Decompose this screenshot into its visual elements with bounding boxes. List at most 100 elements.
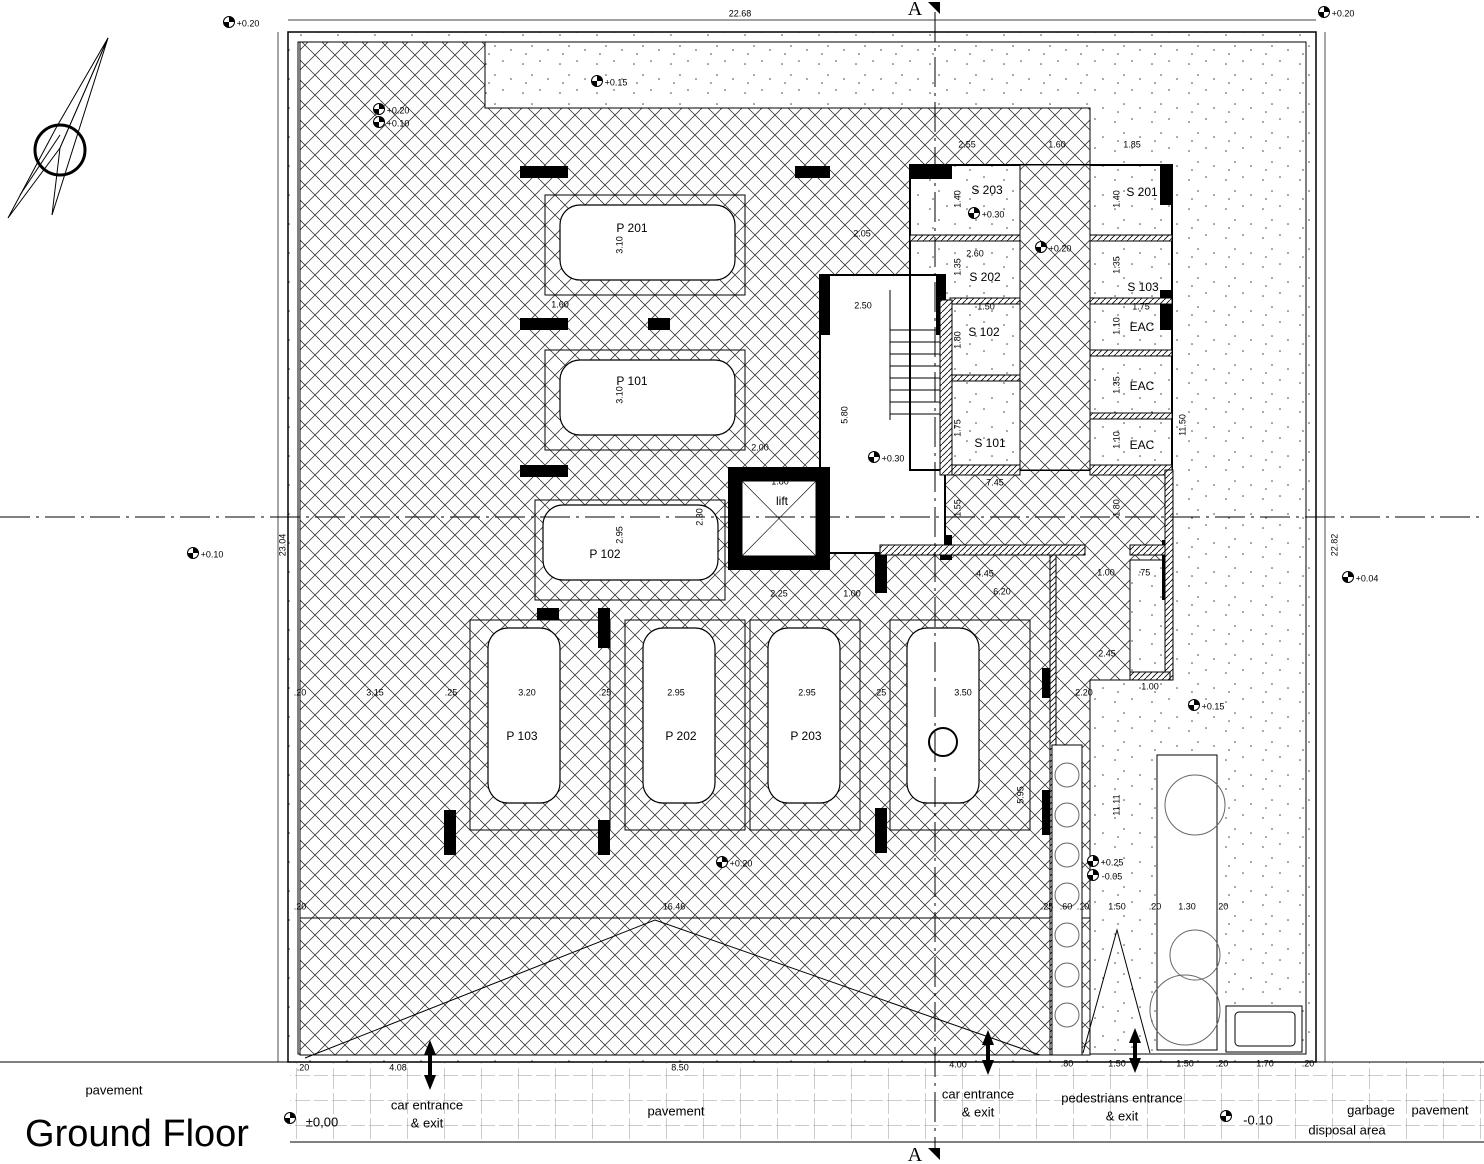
dimension-label: 1.75 — [952, 419, 963, 437]
dimension-label: 1.35 — [1111, 256, 1122, 274]
dimension-label: 2.95 — [798, 687, 816, 698]
dimension-label: 11.50 — [1177, 414, 1188, 436]
overall-width-dimension: 22.68 — [728, 8, 752, 19]
dimension-label: .20 — [293, 901, 307, 912]
parking-space-label: P 201 — [616, 221, 648, 235]
dimension-label: 1.50 — [977, 301, 995, 312]
dimension-label: .25 — [444, 687, 458, 698]
room-label: S 202 — [969, 270, 1001, 284]
dimension-label: .10 — [1076, 901, 1090, 912]
dimension-label: 1.75 — [1132, 301, 1150, 312]
dimension-label: 3.15 — [366, 687, 384, 698]
elevation-label: +0.15 — [604, 77, 628, 88]
level-marker-icon — [868, 451, 880, 463]
level-marker-icon — [716, 856, 728, 868]
dimension-label: .20 — [1148, 901, 1162, 912]
level-marker-icon — [1188, 699, 1200, 711]
accessible-parking-icon — [928, 727, 958, 757]
north-arrow-icon — [7, 37, 109, 219]
parking-space-label: P 202 — [665, 729, 697, 743]
pedestrian-entrance-label: & exit — [1105, 1108, 1139, 1124]
dimension-label: 3.10 — [614, 236, 625, 254]
level-marker-icon — [373, 103, 385, 115]
dimension-label: .25 — [1040, 901, 1054, 912]
dimension-label: 2.50 — [854, 300, 872, 311]
dimension-label: 1.80 — [1111, 499, 1122, 517]
level-marker-icon — [373, 116, 385, 128]
level-marker-icon — [1035, 241, 1047, 253]
right-height-dimension: 22.82 — [1329, 533, 1340, 557]
dimension-label: .20 — [1301, 1058, 1315, 1069]
dimension-label: .60 — [1059, 901, 1073, 912]
dimension-label: .75 — [1137, 567, 1151, 578]
dimension-label: .20 — [293, 687, 307, 698]
elevation-label: +0.10 — [200, 549, 224, 560]
parking-space-label: P 102 — [589, 547, 621, 561]
dimension-label: 1.50 — [1108, 901, 1126, 912]
room-label: S 201 — [1126, 185, 1158, 199]
level-marker-icon — [1318, 6, 1330, 18]
elevation-label: +0.20 — [1048, 243, 1072, 254]
dimension-label: 11.11 — [1111, 794, 1122, 816]
dimension-label: 1.80 — [771, 476, 789, 487]
section-mark-top: A — [907, 0, 923, 20]
dimension-label: 1.80 — [952, 331, 963, 349]
parking-space-label: P 101 — [616, 374, 648, 388]
level-marker-icon — [968, 207, 980, 219]
dimension-label: 1.35 — [1111, 376, 1122, 394]
pavement-label: pavement — [1411, 1102, 1469, 1118]
elevation-label: +0.30 — [981, 209, 1005, 220]
dimension-label: 3.20 — [518, 687, 536, 698]
dimension-label: 1.40 — [952, 190, 963, 208]
dimension-label: 8.50 — [671, 1062, 689, 1073]
room-label: S 203 — [971, 183, 1003, 197]
room-label: EAC — [1129, 379, 1155, 393]
dimension-label: .20 — [1215, 1058, 1229, 1069]
level-marker-icon — [1087, 855, 1099, 867]
level-marker-icon — [187, 547, 199, 559]
dimension-label: 4.45 — [976, 568, 994, 579]
dimension-label: 1.60 — [1048, 139, 1066, 150]
dimension-label: 1.50 — [1176, 1058, 1194, 1069]
dimension-label: 1.00 — [843, 588, 861, 599]
level-marker-icon — [1087, 869, 1099, 881]
dimension-label: 2.05 — [853, 228, 871, 239]
dimension-label: 2.55 — [958, 139, 976, 150]
dimension-label: 2.60 — [966, 248, 984, 259]
elevation-label: +0.20 — [729, 858, 753, 869]
elevation-label: -0.10 — [1243, 1112, 1273, 1128]
room-label: S 101 — [974, 436, 1006, 450]
elevation-label: +0.25 — [1100, 857, 1124, 868]
dimension-label: 1.35 — [952, 258, 963, 276]
dimension-label: 2.95 — [667, 687, 685, 698]
level-marker-icon — [1342, 571, 1354, 583]
car-entrance-label: & exit — [410, 1115, 444, 1131]
dimension-label: 2.30 — [694, 508, 705, 526]
room-label: EAC — [1129, 320, 1155, 334]
elevation-label: +0.20 — [386, 105, 410, 116]
dimension-label: 16.46 — [662, 901, 686, 912]
dimension-label: 7.45 — [986, 477, 1004, 488]
dimension-label: 3.50 — [954, 687, 972, 698]
dimension-label: 1.00 — [1097, 567, 1115, 578]
dimension-label: 1.55 — [952, 499, 963, 517]
garbage-area-label: garbage — [1347, 1102, 1395, 1118]
level-marker-icon — [284, 1112, 296, 1124]
section-mark-bottom: A — [907, 1144, 923, 1164]
dimension-label: .80 — [1060, 1058, 1074, 1069]
dimension-label: 1.50 — [1108, 1058, 1126, 1069]
level-marker-icon — [591, 75, 603, 87]
dimension-label: 5.95 — [1015, 786, 1026, 804]
car-entrance-label: car entrance — [390, 1097, 464, 1113]
dimension-label: 1.40 — [1111, 190, 1122, 208]
drawing-title: Ground Floor — [25, 1113, 249, 1155]
elevation-label: +0.15 — [1201, 701, 1225, 712]
dimension-label: .25 — [873, 687, 887, 698]
car-entrance-label: & exit — [961, 1104, 995, 1120]
room-label: lift — [776, 494, 788, 508]
dimension-label: 4.08 — [389, 1062, 407, 1073]
dimension-label: 4.00 — [949, 1059, 967, 1070]
dimension-label: 2.45 — [1098, 648, 1116, 659]
